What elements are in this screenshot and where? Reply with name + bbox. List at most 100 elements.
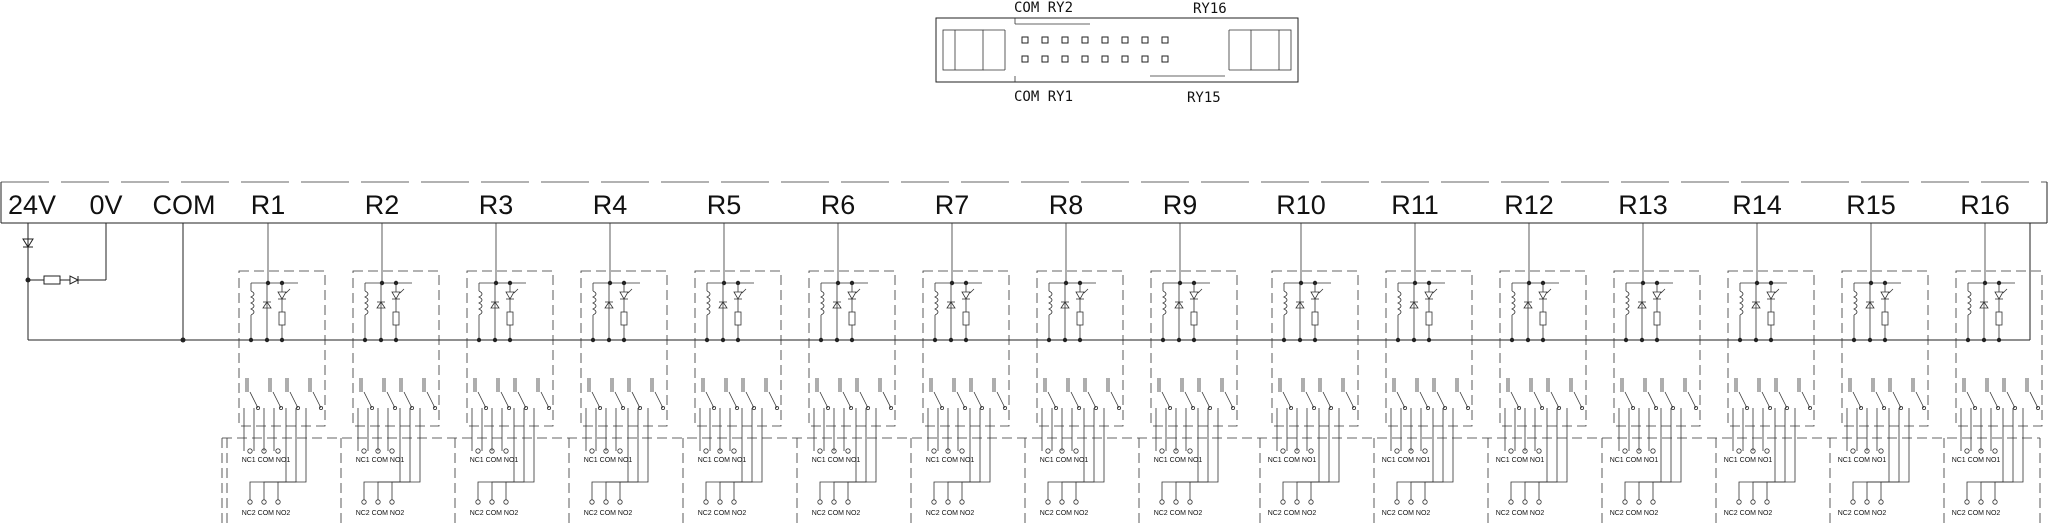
led-icon [1652, 291, 1662, 300]
contact-row1-label-r5: NC1 COM NO1 [698, 457, 747, 464]
junction-dot [1177, 280, 1183, 286]
contact-lead-row2 [1161, 408, 1199, 500]
contact-lead-row2 [947, 408, 981, 500]
contact-lead-row2 [1638, 408, 1672, 500]
switch-blade-icon [1184, 391, 1194, 409]
switch-pivot [1654, 405, 1659, 410]
contact-lead-row2 [605, 408, 639, 500]
contact-terminal-icon [375, 499, 381, 505]
switch-blade-icon [477, 391, 487, 409]
contact-terminal-icon [1536, 448, 1542, 454]
contact-terminal-icon [959, 448, 965, 454]
terminal-label-0v: 0V [89, 190, 122, 220]
relay-coil-icon [1967, 290, 1972, 316]
switch-pivot [483, 405, 488, 410]
bus-dot [1654, 337, 1660, 343]
contact-lead-row2 [719, 408, 753, 500]
contact-lead-row2 [1424, 408, 1454, 500]
resistor-icon [278, 311, 286, 326]
resistor-icon [1767, 311, 1775, 326]
contact-terminal-icon [475, 499, 481, 505]
contact-row1-label-r2: NC1 COM NO1 [356, 457, 405, 464]
connector-pin [1161, 55, 1169, 63]
contact-terminal-icon [845, 499, 851, 505]
switch-pivot [1694, 405, 1699, 410]
contact-terminal-icon [1045, 499, 1051, 505]
connector-pin [1021, 55, 1029, 63]
contact-rails [221, 437, 2041, 526]
bus-dot [1312, 337, 1318, 343]
switch-blade-icon [517, 391, 527, 409]
switch-blade-icon [1070, 391, 1080, 409]
connector-label-top-right: RY16 [1193, 1, 1227, 17]
bus-dot [1867, 337, 1873, 343]
contact-row1-label-r12: NC1 COM NO1 [1496, 457, 1545, 464]
led-icon [391, 291, 401, 300]
contact-lead-row2 [1752, 408, 1786, 500]
connector-pin [1021, 36, 1029, 44]
relay-module-r6 [796, 223, 896, 526]
bus-dot [476, 337, 482, 343]
switch-blade-icon [1322, 391, 1332, 409]
led-arrow [1774, 288, 1780, 294]
contact-terminal-icon [817, 499, 823, 505]
diode-icon [1295, 301, 1305, 309]
relay-label-r7: R7 [935, 190, 970, 220]
switch-pivot [1517, 405, 1522, 410]
relay-label-r3: R3 [479, 190, 514, 220]
switch-blade-icon [1110, 391, 1120, 409]
contact-lead-row2 [249, 408, 287, 500]
contact-lead-row2 [1075, 408, 1105, 500]
switch-blade-icon [1875, 391, 1885, 409]
bus-dot [606, 337, 612, 343]
contact-terminal-icon [1736, 499, 1742, 505]
contact-row1-label-r4: NC1 COM NO1 [584, 457, 633, 464]
relay-coil-icon [1162, 290, 1167, 316]
switch-blade-icon [249, 391, 259, 409]
relay-label-r2: R2 [365, 190, 400, 220]
switch-blade-icon [859, 391, 869, 409]
relay-coil-icon [250, 290, 255, 316]
switch-pivot [1077, 405, 1082, 410]
bus-dot [1281, 337, 1287, 343]
bus-dot [492, 337, 498, 343]
contact-terminal-icon [1294, 448, 1300, 454]
bus-dot [507, 337, 513, 343]
switch-blade-icon [842, 391, 852, 409]
junction-dot [835, 280, 841, 286]
contact-lead-row2 [1994, 408, 2024, 500]
resistor-icon [506, 311, 514, 326]
relay-module-r2 [340, 223, 440, 526]
switch-pivot [547, 405, 552, 410]
contact-row2-label-r5: NC2 COM NO2 [698, 510, 747, 517]
switch-blade-icon [1305, 391, 1315, 409]
relay-label-r16: R16 [1960, 190, 2010, 220]
power-input-circuit [22, 223, 2031, 343]
switch-blade-icon [1573, 391, 1583, 409]
contact-terminal-icon [1308, 448, 1314, 454]
bus-dot [1965, 337, 1971, 343]
diode-icon [1637, 301, 1647, 309]
switch-pivot [598, 405, 603, 410]
contact-row1-label-r3: NC1 COM NO1 [470, 457, 519, 464]
relay-coil-icon [1625, 290, 1630, 316]
contact-terminal-icon [275, 499, 281, 505]
bus-dot [1639, 337, 1645, 343]
bus-dot [1077, 337, 1083, 343]
resistor-icon [392, 311, 400, 326]
contact-terminal-icon [1878, 448, 1884, 454]
contact-row2-label-r6: NC2 COM NO2 [812, 510, 861, 517]
contact-lead-row2 [733, 408, 763, 500]
contact-terminal-icon [703, 499, 709, 505]
connector-pin [1081, 36, 1089, 44]
switch-pivot [712, 405, 717, 410]
contact-terminal-icon [1850, 499, 1856, 505]
switch-pivot [661, 405, 666, 410]
contact-row1-label-r15: NC1 COM NO1 [1838, 457, 1887, 464]
contact-row1-label-r7: NC1 COM NO1 [926, 457, 975, 464]
switch-blade-icon [1966, 391, 1976, 409]
switch-blade-icon [1801, 391, 1811, 409]
switch-pivot [1054, 405, 1059, 410]
contact-lead-row2 [833, 408, 867, 500]
contact-lead-row2 [847, 408, 877, 500]
